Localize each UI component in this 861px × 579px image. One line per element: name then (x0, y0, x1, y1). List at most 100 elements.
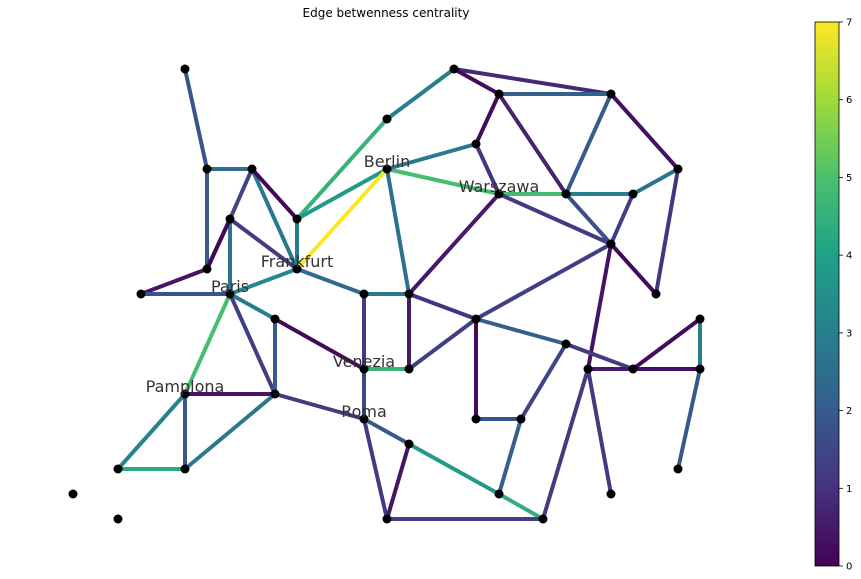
network-edge (295, 117, 389, 221)
network-edge (205, 217, 232, 271)
colorbar-tick-label: 2 (846, 406, 852, 417)
network-node (404, 364, 414, 374)
network-edge (295, 167, 389, 221)
network-edge (586, 242, 613, 371)
network-node (606, 489, 616, 499)
network-node (449, 64, 459, 74)
network-node (136, 289, 146, 299)
network-edge (631, 167, 680, 196)
network-edge (407, 192, 501, 296)
network-edge (228, 267, 299, 296)
network-edge (250, 167, 299, 271)
city-label-pamplona: Pamplona (146, 377, 225, 396)
network-edges (116, 67, 702, 521)
network-node (471, 414, 481, 424)
network-node (695, 314, 705, 324)
network-node (628, 189, 638, 199)
network-edge (273, 317, 366, 371)
colorbar-tick-label: 1 (846, 484, 852, 495)
network-edge (564, 192, 613, 246)
network-node (270, 314, 280, 324)
network-node (113, 514, 123, 524)
network-edge (609, 242, 658, 296)
network-node (292, 214, 302, 224)
network-edge (139, 267, 209, 296)
network-node (695, 364, 705, 374)
network-edge (385, 142, 478, 171)
network-edge (183, 67, 209, 171)
network-edge (474, 317, 568, 346)
city-label-paris: Paris (211, 277, 249, 296)
network-edge (116, 392, 187, 471)
network-node (561, 339, 571, 349)
network-edge (497, 492, 545, 521)
city-labels: Berlin Warszawa Frankfurt Paris Venezia … (146, 152, 540, 421)
network-node (382, 514, 392, 524)
network-edge (183, 392, 277, 471)
network-edge (474, 142, 501, 196)
colorbar-tick-label: 5 (846, 173, 852, 184)
network-edge (497, 92, 568, 196)
network-edge (452, 67, 501, 96)
network-node (606, 89, 616, 99)
network-node (471, 139, 481, 149)
network-node (225, 214, 235, 224)
network-edge (407, 317, 478, 371)
network-edge (541, 367, 590, 521)
network-node (561, 189, 571, 199)
colorbar-gradient (814, 21, 840, 567)
network-edge (564, 342, 635, 371)
network-node (270, 389, 280, 399)
city-label-venezia: Venezia (333, 352, 395, 371)
colorbar-tick-label: 0 (846, 562, 852, 573)
network-node (202, 264, 212, 274)
network-node (225, 289, 235, 299)
network-edge (385, 67, 456, 121)
network-node (359, 414, 369, 424)
network-node (292, 264, 302, 274)
network-edge (497, 417, 523, 496)
network-node (673, 464, 683, 474)
network-edge (631, 317, 702, 371)
network-node (494, 189, 504, 199)
network-edge (250, 167, 299, 221)
network-node (180, 64, 190, 74)
network-node (516, 414, 526, 424)
network-node (113, 464, 123, 474)
network-node (382, 114, 392, 124)
network-edge (564, 92, 613, 196)
network-edge (273, 392, 366, 421)
network-edge (519, 342, 568, 421)
network-node (180, 464, 190, 474)
network-edge (385, 442, 411, 521)
network-edge (228, 167, 254, 221)
network-node (180, 389, 190, 399)
network-edge (407, 292, 478, 321)
colorbar-tick-label: 7 (846, 18, 852, 29)
colorbar-tick-label: 3 (846, 328, 852, 339)
network-node (202, 164, 212, 174)
network-edge (183, 292, 232, 396)
network-edge (228, 217, 299, 271)
network-node (606, 239, 616, 249)
network-node (382, 164, 392, 174)
network-edge (609, 192, 635, 246)
city-label-warszawa: Warszawa (459, 177, 540, 196)
network-edge (474, 242, 613, 321)
network-edge (295, 267, 366, 296)
network-node (247, 164, 257, 174)
network-edge (676, 367, 702, 471)
network-node (538, 514, 548, 524)
network-edge (295, 167, 389, 271)
network-edge (609, 92, 680, 171)
network-edge (362, 417, 411, 446)
network-node (494, 89, 504, 99)
city-label-berlin: Berlin (364, 152, 410, 171)
network-edge (586, 367, 613, 496)
network-edge (362, 417, 389, 521)
network-node (494, 489, 504, 499)
network-node (628, 364, 638, 374)
network-node (404, 289, 414, 299)
